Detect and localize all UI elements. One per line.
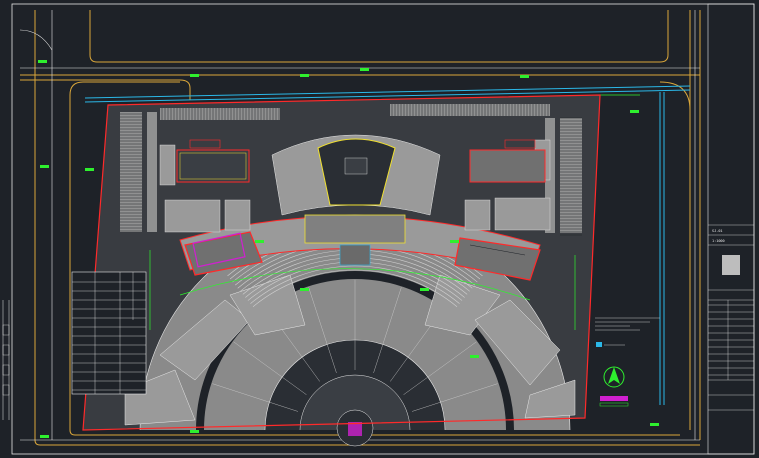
elevation-markers: [38, 60, 659, 438]
boxed-buildings: [176, 139, 546, 183]
parking-stripes: [120, 104, 582, 236]
amphitheatre-seating: [227, 229, 483, 307]
main-building: [179, 214, 541, 281]
east-wing-highlight: [192, 232, 246, 268]
plaza-radial-line: [403, 341, 477, 395]
elevation-marker: [650, 423, 659, 426]
elevation-marker: [85, 168, 94, 171]
plaza-radial-line: [308, 287, 337, 373]
elevation-marker: [470, 355, 479, 358]
utility-lines: [84, 85, 691, 405]
north-arrow-icon: [603, 366, 625, 388]
company-logo: [722, 255, 740, 275]
left-margin-strip: [2, 300, 10, 420]
elevation-marker: [300, 288, 309, 291]
green-annotations: [149, 94, 640, 330]
elevation-marker: [40, 165, 49, 168]
right-notes: [595, 317, 660, 347]
road-centerlines: [19, 10, 700, 441]
plaza-radial-line: [233, 341, 307, 395]
drawing-number: SJ-01: [712, 229, 723, 233]
side-buildings: [159, 139, 551, 233]
plaza-center-feature: [348, 422, 362, 436]
elevation-marker: [450, 240, 459, 243]
elevation-marker: [38, 60, 47, 63]
drawing-scale: 1:1000: [712, 239, 725, 243]
seating-row: [252, 269, 458, 307]
data-table: [71, 271, 147, 395]
elevation-marker: [520, 75, 529, 78]
elevation-marker: [360, 68, 369, 71]
title-block: [707, 3, 755, 455]
plaza-radial-line: [412, 383, 498, 412]
scale-bar-label-box: [599, 402, 629, 407]
plaza-radial-line: [212, 383, 298, 412]
elevation-marker: [190, 430, 199, 433]
elevation-marker: [420, 288, 429, 291]
elevation-marker: [630, 110, 639, 113]
elevation-marker: [255, 240, 264, 243]
elevation-marker: [300, 74, 309, 77]
upper-fan-plaza: [271, 134, 441, 216]
elevation-marker: [190, 74, 199, 77]
scale-bar: [600, 396, 628, 401]
plaza-radial-line: [373, 287, 402, 373]
seating-row: [250, 265, 460, 304]
elevation-marker: [40, 435, 49, 438]
